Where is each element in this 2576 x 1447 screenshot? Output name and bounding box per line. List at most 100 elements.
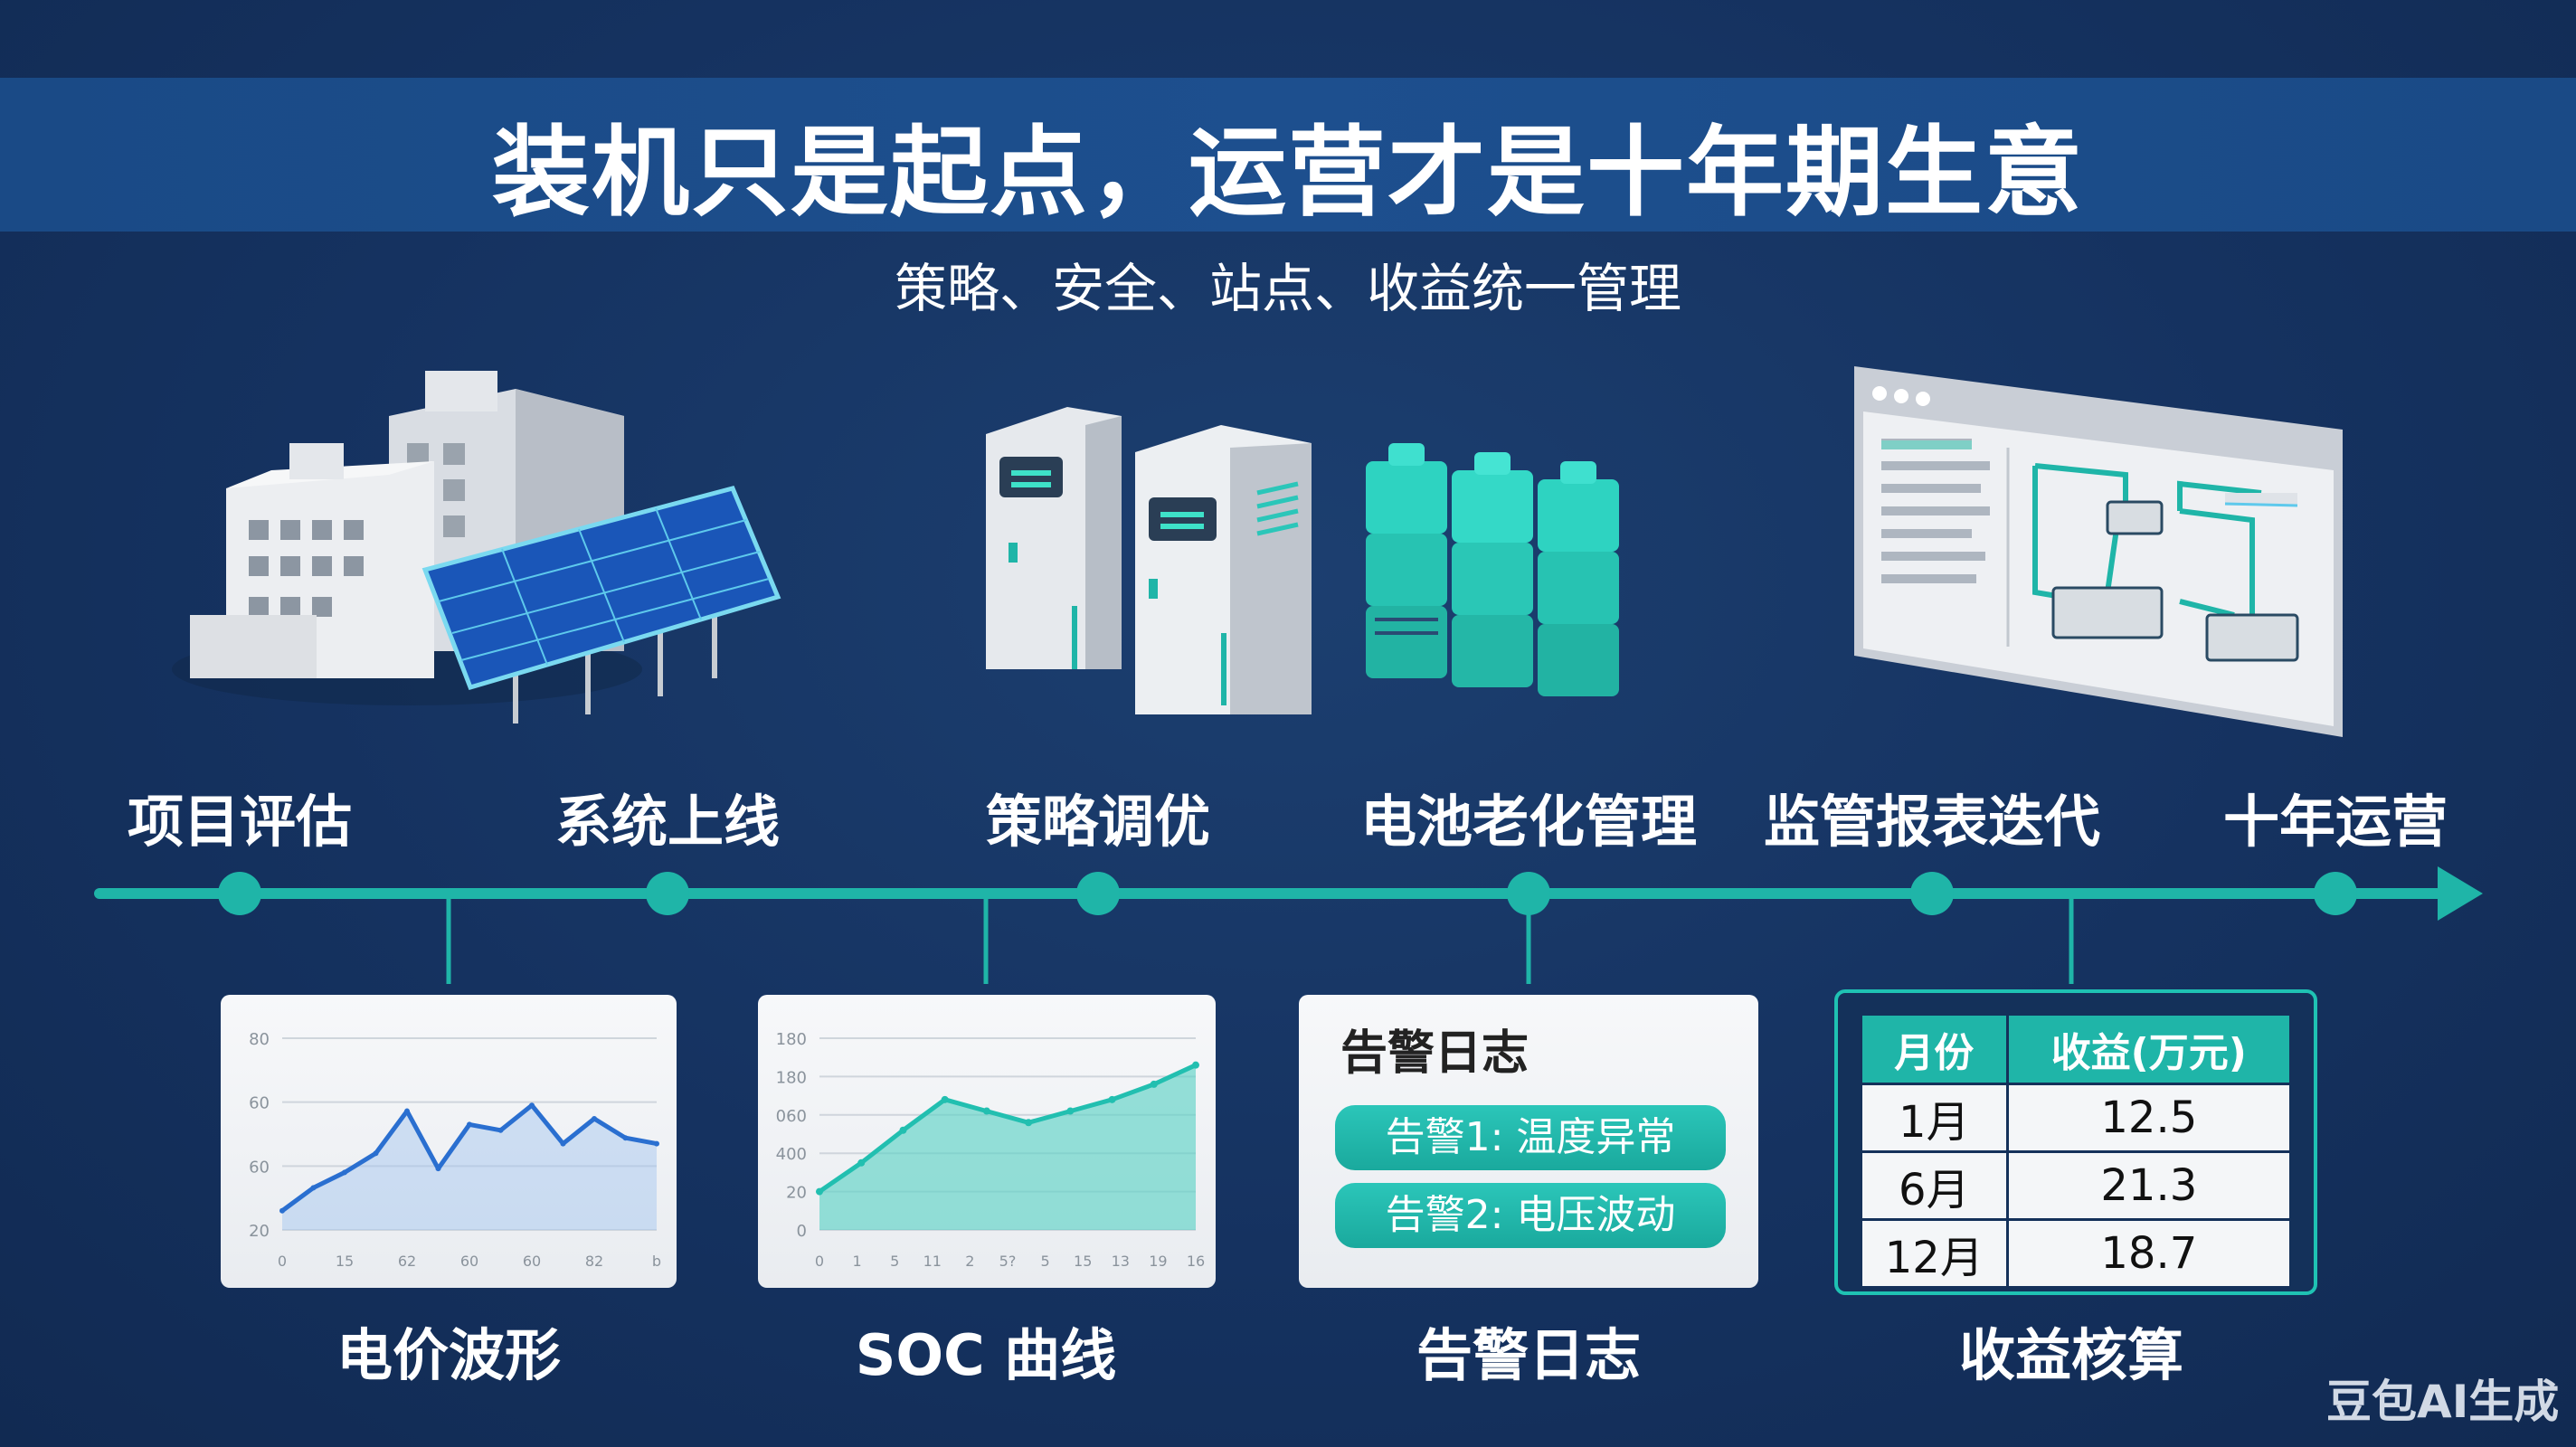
data-point: [1150, 1080, 1158, 1088]
stage-label-regulatory-reports: 监管报表迭代: [1763, 789, 2100, 855]
price-chart: 80 60 60 20 0 15 62 60 60 82 b: [249, 1030, 661, 1270]
data-point: [497, 1127, 504, 1133]
revenue-header-amount: 收益(万元): [2005, 1013, 2293, 1085]
data-point: [899, 1126, 907, 1134]
x-tick-label: 15: [1074, 1253, 1092, 1270]
price-card-label: 电价波形: [336, 1322, 561, 1388]
y-tick-label: 80: [249, 1030, 270, 1049]
title-band: [0, 78, 2576, 232]
watermark: 豆包AI生成: [2326, 1376, 2560, 1428]
y-tick-label: 20: [249, 1222, 270, 1241]
x-tick-label: 16: [1187, 1253, 1205, 1270]
data-point: [622, 1135, 629, 1141]
data-point: [529, 1102, 535, 1109]
page-subtitle: 策略、安全、站点、收益统一管理: [894, 258, 1681, 319]
data-point: [857, 1159, 866, 1167]
x-tick-label: 5: [1041, 1253, 1050, 1270]
revenue-table-card: 月份 收益(万元) 1月 12.5 6月 21.3 12月 18.7: [1834, 989, 2317, 1295]
price-chart-card: 80 60 60 20 0 15 62 60 60 82 b: [221, 995, 677, 1288]
table-row: 12月 18.7: [1860, 1218, 2293, 1289]
y-tick-label: 0: [797, 1222, 807, 1241]
x-tick-label: 62: [398, 1253, 416, 1270]
battery-icon: [1366, 443, 1619, 696]
y-tick-label: 60: [249, 1158, 270, 1177]
data-point: [816, 1187, 823, 1196]
table-row: 6月 21.3: [1860, 1150, 2293, 1221]
data-point: [560, 1140, 566, 1147]
x-tick-label: 0: [278, 1253, 287, 1270]
y-tick-label: 60: [249, 1094, 270, 1113]
page-title: 装机只是起点，运营才是十年期生意: [491, 117, 2084, 230]
timeline-node-strategy-tuning: [1076, 872, 1120, 915]
timeline-arrowhead: [2438, 866, 2483, 921]
timeline-node-assessment: [218, 872, 261, 915]
timeline-node-battery-aging: [1507, 872, 1550, 915]
revenue-header-month: 月份: [1860, 1013, 2009, 1085]
x-tick-label: b: [652, 1253, 661, 1270]
soc-card-label: SOC 曲线: [855, 1322, 1117, 1388]
stage-label-ten-year-ops: 十年运营: [2222, 789, 2448, 855]
x-tick-label: 13: [1112, 1253, 1130, 1270]
table-row: 1月 12.5: [1860, 1083, 2293, 1153]
data-point: [279, 1207, 285, 1214]
data-point: [654, 1140, 659, 1147]
revenue-cell-amount: 18.7: [2005, 1218, 2293, 1289]
revenue-cell-amount: 21.3: [2005, 1150, 2293, 1221]
revenue-cell-month: 12月: [1860, 1218, 2009, 1289]
alert-log-card: 告警日志 告警1: 温度异常 告警2: 电压波动: [1299, 995, 1758, 1288]
timeline-node-ten-year-ops: [2314, 872, 2357, 915]
revenue-cell-month: 1月: [1860, 1083, 2009, 1153]
data-point: [373, 1150, 379, 1157]
stage-label-assessment: 项目评估: [127, 789, 352, 855]
x-tick-label: 82: [585, 1253, 603, 1270]
data-point: [1192, 1061, 1199, 1069]
cabinet-icon: [986, 407, 1312, 714]
data-point: [592, 1116, 597, 1122]
y-tick-label: 060: [776, 1107, 807, 1126]
data-point: [342, 1169, 347, 1176]
alert-card-label: 告警日志: [1416, 1322, 1641, 1388]
x-tick-label: 1: [853, 1253, 862, 1270]
stage-label-strategy-tuning: 策略调优: [985, 789, 1210, 855]
timeline-node-go-live: [646, 872, 689, 915]
building-solar-icon: [172, 371, 781, 724]
data-point: [982, 1107, 990, 1115]
x-tick-label: 60: [523, 1253, 541, 1270]
alert-log-title: 告警日志: [1340, 1026, 1530, 1081]
x-tick-label: 60: [460, 1253, 478, 1270]
x-tick-label: 5: [890, 1253, 899, 1270]
alert-item[interactable]: 告警1: 温度异常: [1335, 1105, 1726, 1170]
revenue-cell-amount: 12.5: [2005, 1083, 2293, 1153]
alert-item[interactable]: 告警2: 电压波动: [1335, 1183, 1726, 1248]
series-area: [819, 1064, 1196, 1230]
x-tick-label: 2: [965, 1253, 974, 1270]
x-tick-label: 11: [923, 1253, 942, 1270]
data-point: [435, 1166, 441, 1172]
series-area: [282, 1105, 657, 1230]
x-tick-label: 15: [336, 1253, 354, 1270]
stage-label-go-live: 系统上线: [554, 789, 780, 855]
data-point: [404, 1108, 410, 1114]
y-tick-label: 400: [776, 1145, 807, 1164]
dashboard-window-icon: [1854, 366, 2343, 737]
data-point: [1066, 1107, 1075, 1115]
data-point: [1025, 1119, 1033, 1127]
x-tick-label: 5?: [999, 1253, 1017, 1270]
y-tick-label: 180: [776, 1068, 807, 1087]
x-tick-label: 19: [1149, 1253, 1167, 1270]
timeline-node-regulatory-reports: [1910, 872, 1954, 915]
revenue-cell-month: 6月: [1860, 1150, 2009, 1221]
data-point: [941, 1095, 949, 1103]
series-line: [818, 1063, 1198, 1194]
data-point: [1108, 1095, 1116, 1103]
data-point: [310, 1185, 317, 1191]
y-tick-label: 180: [776, 1030, 807, 1049]
x-tick-label: 0: [815, 1253, 824, 1270]
revenue-table: 月份 收益(万元) 1月 12.5 6月 21.3 12月 18.7: [1860, 1013, 2293, 1289]
data-point: [467, 1121, 472, 1128]
revenue-card-label: 收益核算: [1958, 1322, 2183, 1388]
stage-label-battery-aging: 电池老化管理: [1359, 789, 1697, 855]
